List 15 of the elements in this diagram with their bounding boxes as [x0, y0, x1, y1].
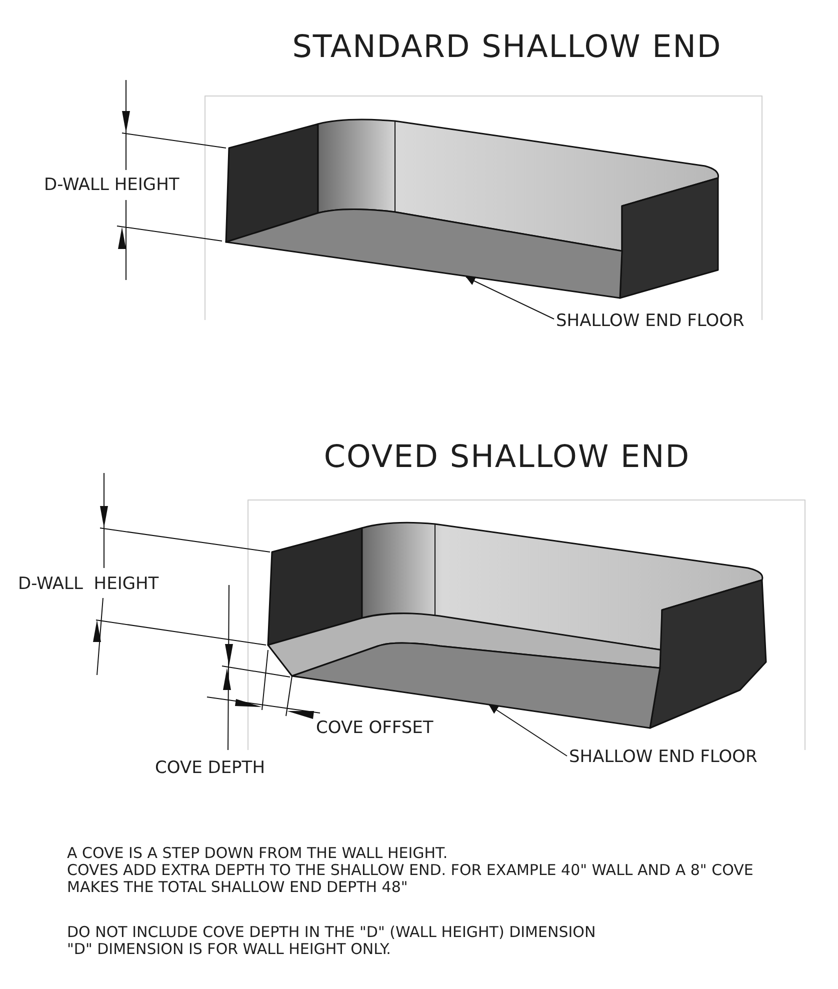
- pool-floor: [225, 208, 623, 299]
- note-text: COVES ADD EXTRA DEPTH TO THE SHALLOW END. FOR EXAMPLE 40" WALL AND A 8" COVE MAKES THE TOTAL SHALLOW END DEPTH 48": [67, 862, 754, 896]
- dimension-label: D-WALL HEIGHT: [44, 174, 180, 197]
- section-heading: STANDARD SHALLOW END: [291, 28, 723, 67]
- callout-label: SHALLOW END FLOOR: [569, 745, 758, 770]
- dimension-label: D-WALL HEIGHT: [18, 573, 159, 596]
- note-text: "D" DIMENSION IS FOR WALL HEIGHT ONLY.: [67, 941, 392, 958]
- note-text: A COVE IS A STEP DOWN FROM THE WALL HEIGHT.: [67, 845, 449, 862]
- leader-line: [488, 704, 568, 756]
- callout-label: SHALLOW END FLOOR: [556, 309, 744, 334]
- note-text: DO NOT INCLUDE COVE DEPTH IN THE "D" (WALL HEIGHT) DIMENSION: [67, 924, 597, 941]
- section-heading: COVED SHALLOW END: [322, 438, 692, 477]
- leader-line: [466, 276, 554, 320]
- dimension-label: COVE OFFSET: [316, 717, 434, 740]
- dimension-label: COVE DEPTH: [155, 757, 265, 780]
